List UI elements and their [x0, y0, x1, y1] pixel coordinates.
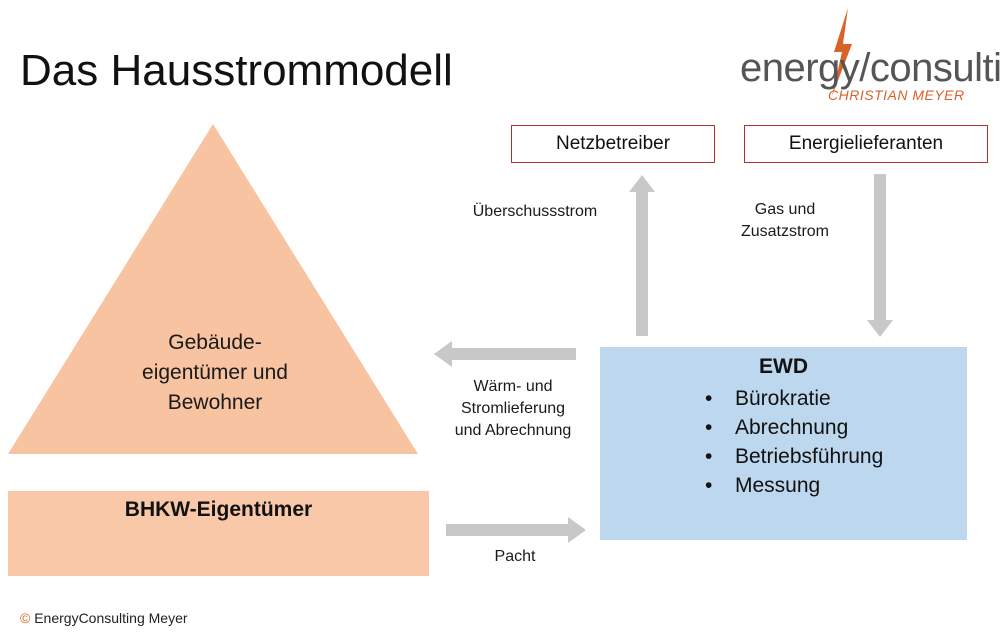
pyramid-label-line: Bewohner: [167, 391, 263, 414]
page-title: Das Hausstrommodell: [20, 46, 453, 95]
ewd-list-item: Abrechnung: [705, 413, 883, 442]
label-ueberschussstrom: Überschussstrom: [472, 203, 598, 220]
lightning-bolt-icon: [832, 8, 852, 96]
label-gas-und-zusatzstrom: Gas und Zusatzstrom: [725, 199, 845, 243]
label-waerm-und-stromlieferung: Wärm- und Stromlieferung und Abrechnung: [438, 376, 588, 442]
arrow-down-icon: [867, 174, 893, 337]
pyramid-shape: [8, 124, 418, 454]
pyramid-label-line: Gebäude-: [168, 331, 262, 354]
ewd-list-item: Messung: [705, 471, 883, 500]
energyconsulting-logo: energy/consulting CHRISTIAN MEYER: [740, 8, 1003, 108]
label-line: und Abrechnung: [454, 422, 572, 439]
ewd-list-item: Bürokratie: [705, 384, 883, 413]
ewd-title: EWD: [759, 355, 808, 378]
logo-wordmark: energy/consulting: [740, 46, 1003, 90]
arrow-up-icon: [629, 175, 655, 336]
bhkw-label: BHKW-Eigentümer: [124, 498, 313, 521]
arrow-left-icon: [434, 341, 576, 367]
label-line: Wärm- und: [473, 378, 553, 395]
pyramid-label-line: eigentümer und: [142, 361, 288, 384]
energielieferanten-box: Energielieferanten: [744, 125, 988, 163]
pyramid-label: Gebäude- eigentümer und Bewohner: [95, 328, 335, 418]
label-line: Stromlieferung: [460, 400, 566, 417]
arrow-right-icon: [446, 517, 586, 543]
label-line: Gas und: [754, 201, 816, 218]
label-pacht: Pacht: [494, 548, 536, 565]
bhkw-box: [8, 491, 429, 576]
logo-subline: CHRISTIAN MEYER: [828, 87, 965, 103]
copyright-text: EnergyConsulting Meyer: [30, 610, 188, 626]
label-line: Zusatzstrom: [740, 223, 829, 240]
copyright-footer: © EnergyConsulting Meyer: [20, 610, 188, 626]
ewd-list: Bürokratie Abrechnung Betriebsführung Me…: [705, 384, 883, 500]
netzbetreiber-box: Netzbetreiber: [511, 125, 715, 163]
copyright-symbol: ©: [20, 610, 31, 626]
ewd-list-item: Betriebsführung: [705, 442, 883, 471]
